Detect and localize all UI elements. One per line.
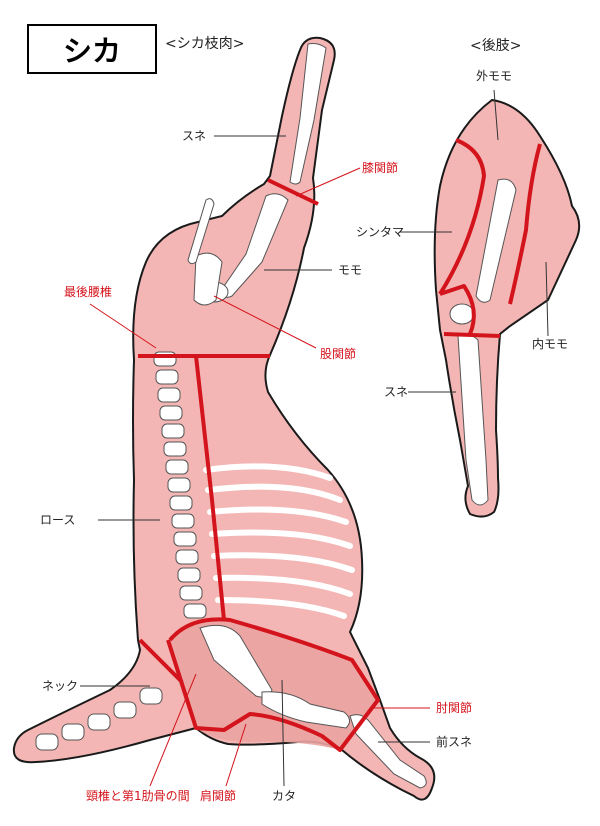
shoulder-cut-line bbox=[138, 617, 380, 752]
leader-uchi-momo bbox=[545, 261, 549, 337]
neck-vertebrae bbox=[35, 687, 163, 751]
label-momo: モモ bbox=[338, 263, 362, 277]
leader-kata bbox=[281, 679, 285, 787]
label-nekku: ネック bbox=[42, 679, 78, 693]
leader-kansetsu-between bbox=[149, 673, 197, 787]
label-kokansetsu: 股関節 bbox=[320, 346, 356, 361]
uchimomo-cut-line bbox=[508, 143, 542, 305]
patella-cut-line bbox=[439, 284, 476, 335]
labels: <シカ枝肉> <後肢> スネ 膝関節 モモ 最後腰椎 股関節 ロース ネック 頸… bbox=[40, 36, 568, 803]
label-carcass: <シカ枝肉> bbox=[165, 36, 244, 52]
foreleg-bone bbox=[349, 714, 427, 789]
label-rosu: ロース bbox=[40, 513, 75, 527]
knee-cut-line bbox=[267, 178, 319, 206]
hind-patella-bone bbox=[449, 303, 475, 325]
spine-vertebrae bbox=[153, 351, 207, 619]
carcass-bones bbox=[35, 43, 427, 789]
tail-bone bbox=[187, 198, 215, 265]
carcass-cut-lines bbox=[138, 178, 380, 752]
label-kenkansetsu: 肩関節 bbox=[200, 788, 236, 803]
leader-soto-momo bbox=[493, 89, 499, 141]
label-shitsukansetsu: 膝関節 bbox=[362, 160, 398, 175]
title-box: シカ bbox=[27, 24, 157, 74]
label-shintama: シンタマ bbox=[356, 225, 404, 239]
label-soto-momo: 外モモ bbox=[476, 69, 512, 83]
tibia-bone bbox=[289, 43, 327, 185]
humerus-bone bbox=[261, 691, 350, 729]
label-mae-sune: 前スネ bbox=[436, 734, 472, 749]
leader-kokansetsu bbox=[213, 295, 317, 349]
label-kata: カタ bbox=[272, 789, 296, 803]
hind-leg-figure bbox=[433, 98, 581, 518]
leader-saigo bbox=[89, 303, 157, 349]
hind-leg-cut-lines bbox=[438, 138, 542, 338]
label-chukansetsu: 肘関節 bbox=[436, 700, 472, 715]
leader-shitsukansetsu bbox=[295, 167, 361, 197]
ribs bbox=[203, 463, 355, 619]
label-uchi-momo: 内モモ bbox=[532, 337, 568, 351]
pelvis-bone bbox=[193, 252, 223, 306]
hind-leg-bones bbox=[449, 178, 517, 506]
leader-kenkansetsu bbox=[225, 723, 247, 787]
hind-knee-cut-line bbox=[443, 332, 501, 338]
label-sune: スネ bbox=[182, 129, 206, 143]
loin-cut-line bbox=[194, 355, 226, 621]
label-saigo-yotsui: 最後腰椎 bbox=[64, 284, 112, 299]
label-hind-sune: スネ bbox=[384, 385, 408, 399]
scapula-bone bbox=[199, 624, 273, 698]
hind-femur-bone bbox=[475, 178, 517, 303]
shintama-cut-line bbox=[438, 138, 486, 296]
leader-lines bbox=[80, 89, 549, 787]
label-kansetsu-between: 頸椎と第1肋骨の間 bbox=[86, 788, 190, 803]
label-hindleg: <後肢> bbox=[470, 38, 521, 54]
